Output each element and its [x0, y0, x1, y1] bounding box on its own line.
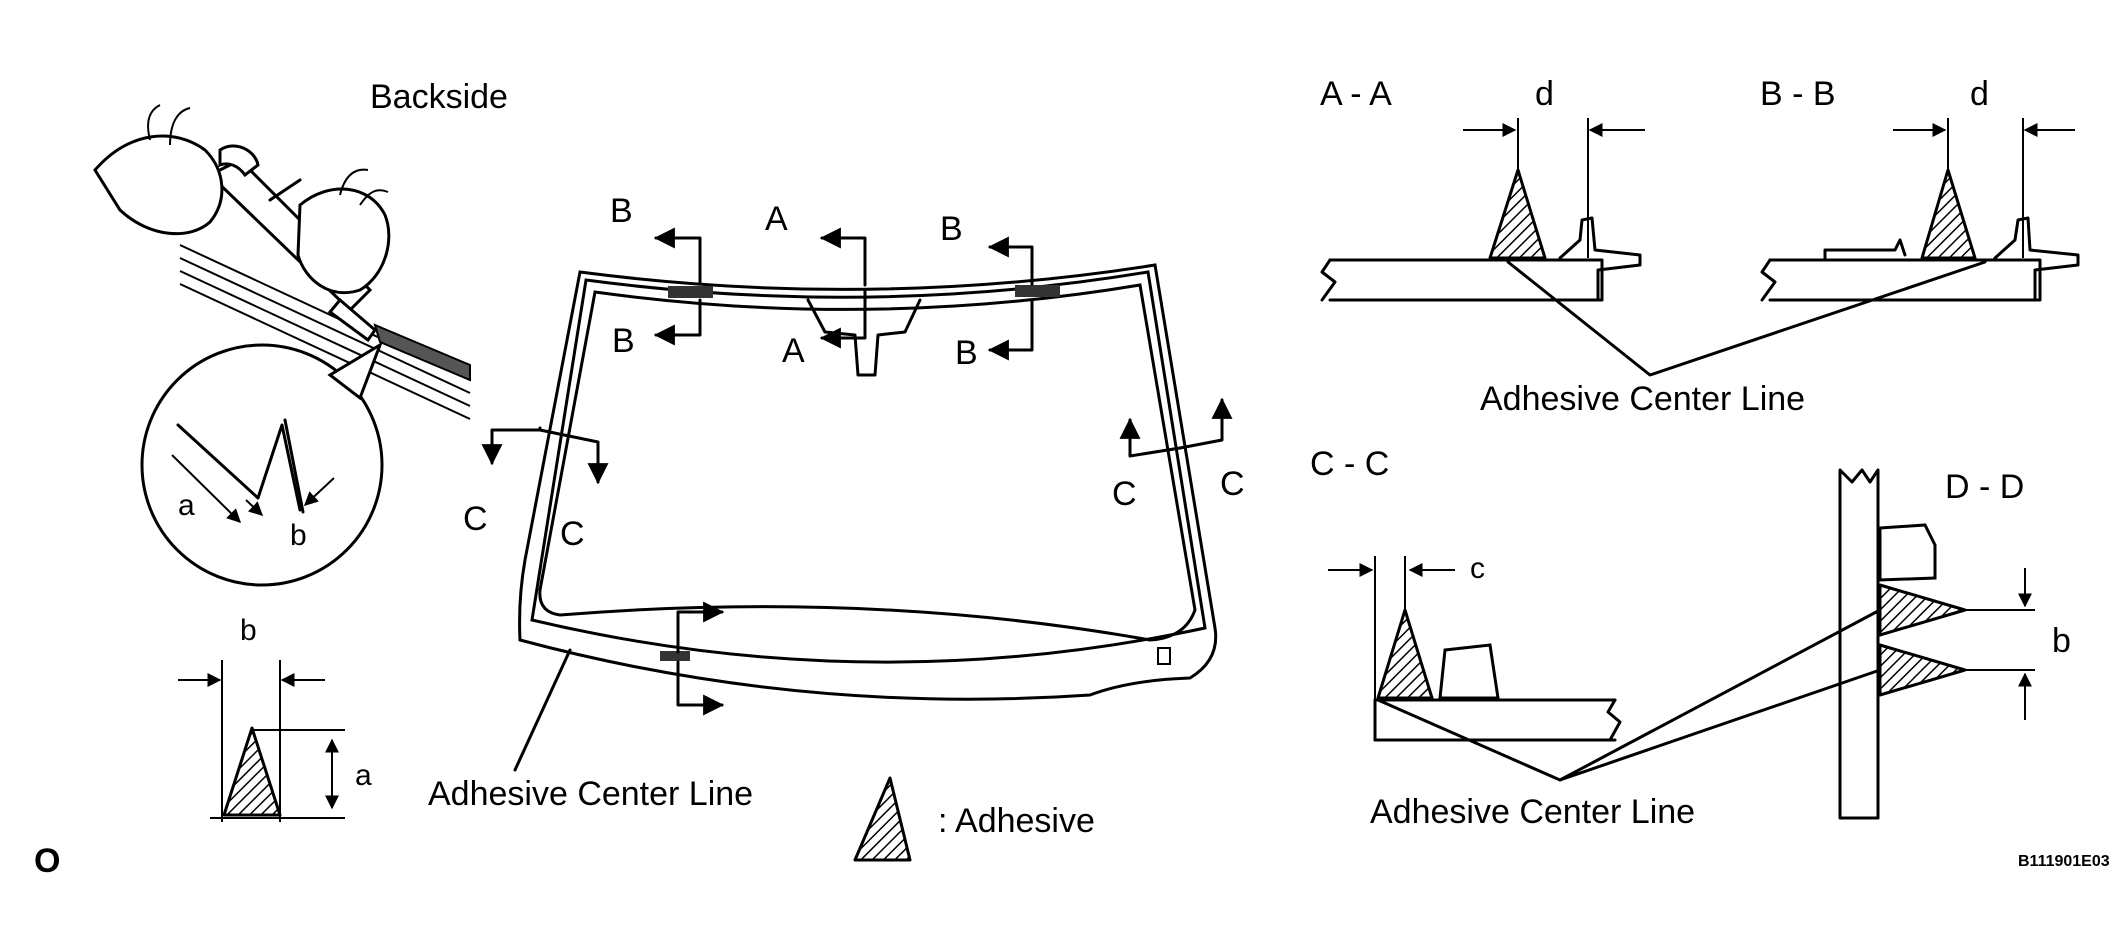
adhesive-center-line-top: Adhesive Center Line [1480, 380, 1805, 418]
section-aa-dim-d: d [1535, 75, 1554, 113]
section-dd: D - D b [1838, 468, 2071, 820]
clip-right [1015, 285, 1060, 297]
section-bb-label: B - B [1760, 75, 1836, 113]
cut-line-d-bottom [676, 601, 725, 716]
section-dd-dim-b: b [2052, 622, 2071, 660]
dim-b-profile: b [240, 614, 257, 647]
section-bb-clip [1823, 238, 1907, 260]
section-cc: C - C c [1310, 445, 1622, 742]
adhesive-legend-label: : Adhesive [938, 802, 1095, 840]
section-cc-label: C - C [1310, 445, 1389, 483]
clip-bottom [660, 651, 690, 661]
section-bb-molding [1993, 216, 2080, 302]
windshield-inner-2 [538, 283, 1197, 642]
leader-center-line [513, 648, 572, 772]
section-bb-adhesive [1920, 168, 1977, 260]
section-aa: A - A d [1320, 75, 1645, 302]
cut-line-c-left: C C [463, 426, 609, 553]
sensor-tab [1157, 647, 1171, 665]
leader-top-center-line [1506, 260, 1987, 377]
section-cc-adhesive [1376, 608, 1434, 700]
cut-a-bottom: A [782, 332, 805, 370]
magnifier-detail: a b [140, 341, 384, 587]
leader-bottom-center-line-2 [1558, 668, 1882, 782]
cut-b-left-top: B [610, 192, 633, 230]
section-aa-adhesive [1488, 168, 1547, 260]
cut-c-right-1: C [1112, 475, 1137, 513]
cut-c-left-2: C [560, 515, 585, 553]
hand-right-icon [296, 168, 391, 295]
cut-b-right-top: B [940, 210, 963, 248]
bead-profile: b a [178, 614, 372, 822]
windshield-inner-1 [530, 270, 1207, 664]
cut-line-c-right: C C [1112, 397, 1245, 513]
section-aa-glass [1328, 258, 1604, 302]
backside-label: Backside [370, 78, 508, 116]
section-cc-dim-c: c [1470, 552, 1485, 585]
section-dd-glass [1838, 468, 1880, 820]
backside-illustration: Backside [34, 78, 508, 880]
dim-a-profile: a [355, 759, 372, 792]
dim-b-magnifier: b [290, 519, 307, 552]
cut-line-b-left: B B [610, 192, 702, 360]
windshield-outer [518, 263, 1218, 701]
figure-code: B111901E03 [2018, 853, 2110, 870]
section-bb: B - B d [1760, 75, 2080, 302]
section-aa-molding [1558, 216, 1642, 302]
corner-o-label: O [34, 842, 60, 880]
cut-line-b-right: B B [940, 210, 1034, 372]
section-cc-dam [1438, 643, 1500, 700]
section-cc-glass [1373, 698, 1617, 742]
section-dd-dam [1878, 523, 1937, 582]
section-aa-label: A - A [1320, 75, 1392, 113]
glass-edge [179, 244, 471, 420]
adhesive-center-line-bottom: Adhesive Center Line [1370, 793, 1695, 831]
cut-b-right-bottom: B [955, 334, 978, 372]
section-dd-label: D - D [1945, 468, 2024, 506]
cut-a-top: A [765, 200, 788, 238]
cut-c-left-1: C [463, 500, 488, 538]
section-bb-dim-d: d [1970, 75, 1989, 113]
hand-left-icon [93, 104, 224, 236]
adhesive-legend-icon [853, 776, 912, 862]
adhesive-center-line-windshield: Adhesive Center Line [428, 775, 753, 813]
section-bb-glass [1768, 258, 2042, 302]
section-dd-adhesive-2 [1878, 643, 1967, 697]
cut-line-a: A A [765, 200, 867, 370]
windshield-view: A A B B B B C C C C [428, 192, 1245, 862]
dim-a-magnifier: a [178, 489, 195, 522]
section-dd-adhesive-1 [1878, 583, 1967, 637]
cut-b-left-bottom: B [612, 322, 635, 360]
cut-c-right-2: C [1220, 465, 1245, 503]
clip-left [668, 286, 713, 298]
